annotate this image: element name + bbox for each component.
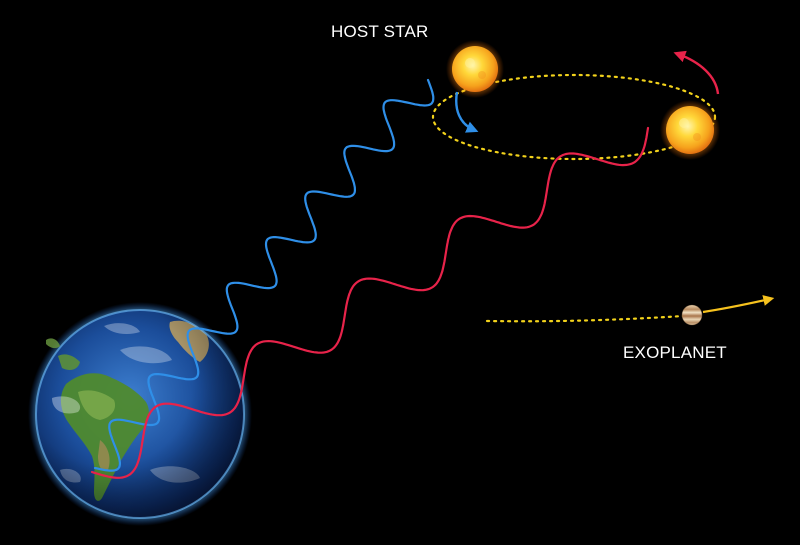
star-motion-arrow-toward [455,91,479,133]
gas-giant-icon [681,304,703,326]
exoplanet-label: EXOPLANET [623,343,727,362]
host-star-label: HOST STAR [331,22,429,41]
sun-icon [446,40,504,98]
blueshift-light-wave [93,78,435,472]
star-motion-arrow-away [673,50,720,95]
redshift-light-wave [90,126,650,479]
exoplanet-orbit-path [485,314,685,323]
earth-icon [28,302,252,526]
sun-icon-receding [660,100,720,160]
exoplanet-motion-arrow [702,295,775,314]
